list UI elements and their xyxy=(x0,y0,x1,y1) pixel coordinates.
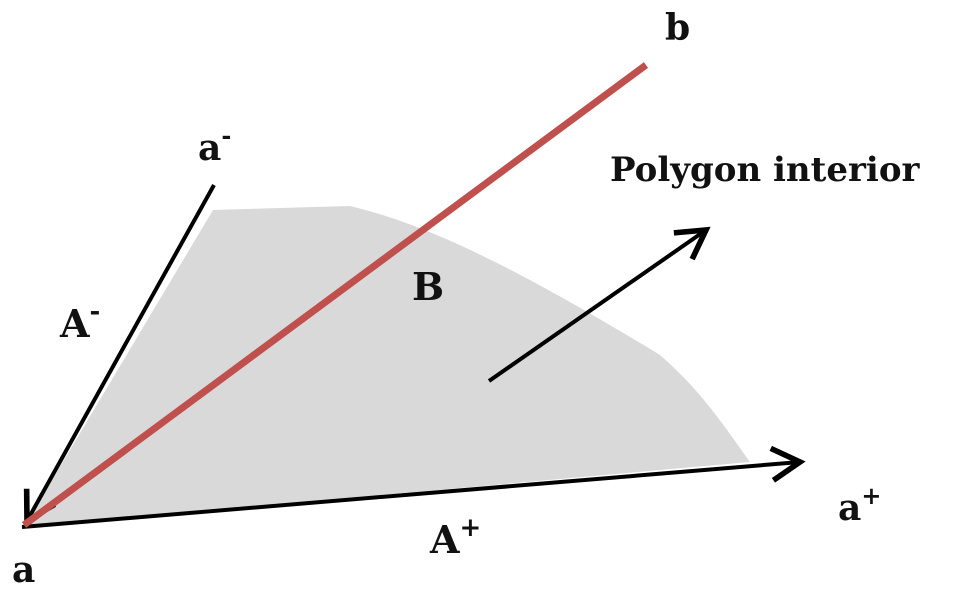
label-B: B xyxy=(412,264,444,309)
edge-a-plus-arrow xyxy=(21,445,806,529)
label-a-minus: a- xyxy=(198,121,231,169)
label-A-plus: A+ xyxy=(429,513,481,562)
label-A-minus: A- xyxy=(59,297,100,346)
label-polygon-interior: Polygon interior xyxy=(610,150,920,190)
interior-direction-arrow xyxy=(487,226,711,383)
label-A-plus-base: A xyxy=(429,517,460,562)
label-a: a xyxy=(12,549,35,589)
edge-a-minus-arrow xyxy=(23,184,216,526)
polygon-region xyxy=(24,206,750,527)
label-a-plus-sup: + xyxy=(861,481,881,510)
label-A-minus-base: A xyxy=(59,301,90,346)
label-a-minus-base: a xyxy=(198,127,221,169)
label-a-plus-base: a xyxy=(838,487,861,529)
label-a-plus: a+ xyxy=(838,481,881,529)
label-b: b xyxy=(665,7,690,49)
label-A-plus-sup: + xyxy=(459,513,481,543)
label-a-minus-sup: - xyxy=(221,121,231,150)
label-A-minus-sup: - xyxy=(89,297,100,327)
segment-a-b xyxy=(21,62,649,528)
